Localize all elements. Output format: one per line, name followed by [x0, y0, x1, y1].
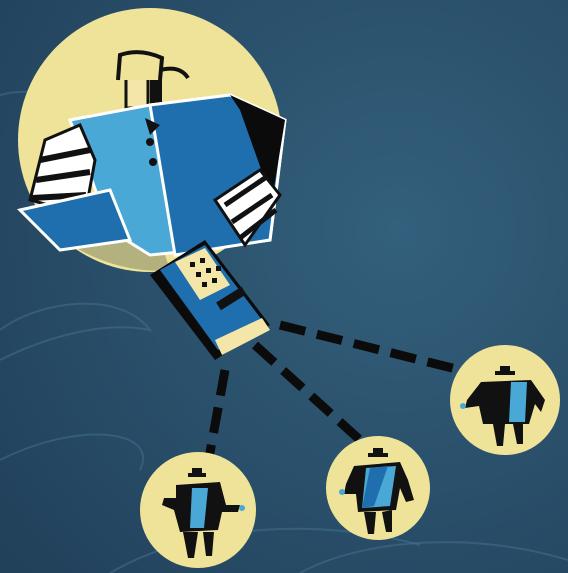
- small-figure-left: [140, 452, 256, 568]
- small-figure-center: [326, 436, 430, 540]
- small-figure-right: [450, 345, 560, 455]
